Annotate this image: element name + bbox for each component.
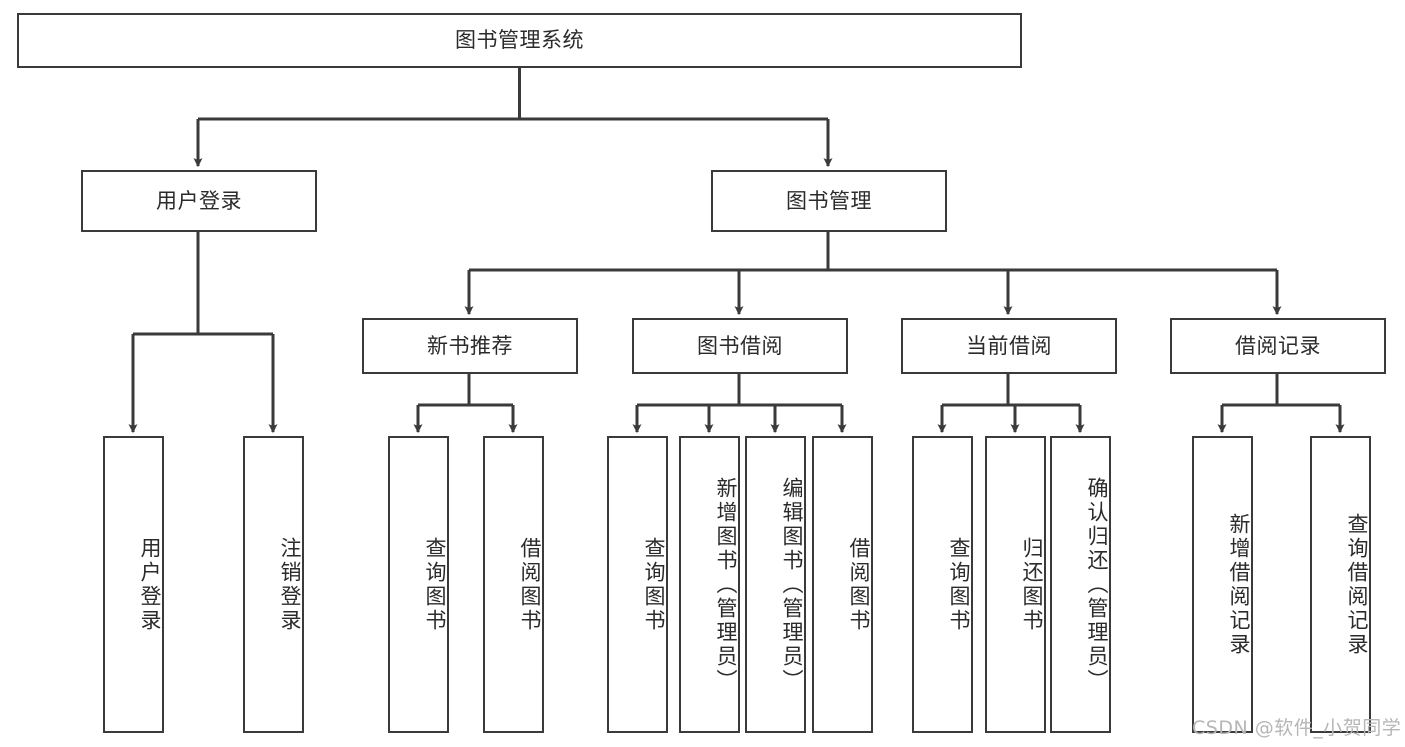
node-user-login[interactable]: 用户登录 <box>81 170 317 232</box>
node-leaf-query-book-1[interactable]: 查询图书 <box>388 436 449 733</box>
node-leaf-return-book[interactable]: 归还图书 <box>985 436 1046 733</box>
node-leaf-add-borrow-record[interactable]: 新增借阅记录 <box>1192 436 1253 733</box>
node-root[interactable]: 图书管理系统 <box>17 13 1022 68</box>
node-leaf-query-book-2-label: 查询图书 <box>642 536 666 633</box>
node-leaf-user-logout[interactable]: 注销登录 <box>243 436 304 733</box>
node-leaf-add-book-label: 新增图书（管理员） <box>714 476 738 693</box>
node-leaf-borrow-book-1-label: 借阅图书 <box>518 536 542 633</box>
node-leaf-query-borrow-record-label: 查询借阅记录 <box>1345 512 1369 657</box>
node-leaf-query-book-3-label: 查询图书 <box>947 536 971 633</box>
node-leaf-confirm-return-label: 确认归还（管理员） <box>1085 476 1109 693</box>
node-leaf-add-book[interactable]: 新增图书（管理员） <box>679 436 740 733</box>
node-book-manage-label: 图书管理 <box>786 188 872 213</box>
node-leaf-confirm-return[interactable]: 确认归还（管理员） <box>1050 436 1111 733</box>
node-leaf-query-book-3[interactable]: 查询图书 <box>912 436 973 733</box>
node-leaf-query-book-1-label: 查询图书 <box>423 536 447 633</box>
node-leaf-borrow-book-1[interactable]: 借阅图书 <box>483 436 544 733</box>
node-leaf-add-borrow-record-label: 新增借阅记录 <box>1227 512 1251 657</box>
node-book-manage[interactable]: 图书管理 <box>711 170 947 232</box>
node-current-borrow[interactable]: 当前借阅 <box>901 318 1117 374</box>
node-borrow-record[interactable]: 借阅记录 <box>1170 318 1386 374</box>
watermark: CSDN @软件_小贺同学 <box>1192 717 1402 739</box>
node-root-label: 图书管理系统 <box>455 28 584 53</box>
node-leaf-edit-book[interactable]: 编辑图书（管理员） <box>745 436 806 733</box>
node-leaf-query-borrow-record[interactable]: 查询借阅记录 <box>1310 436 1371 733</box>
node-new-book-recommend-label: 新书推荐 <box>427 333 513 358</box>
node-leaf-return-book-label: 归还图书 <box>1020 536 1044 633</box>
node-leaf-user-login[interactable]: 用户登录 <box>103 436 164 733</box>
node-leaf-borrow-book-2-label: 借阅图书 <box>847 536 871 633</box>
node-user-login-label: 用户登录 <box>156 188 242 213</box>
node-leaf-user-login-label: 用户登录 <box>138 536 162 633</box>
node-current-borrow-label: 当前借阅 <box>966 333 1052 358</box>
node-new-book-recommend[interactable]: 新书推荐 <box>362 318 578 374</box>
node-leaf-borrow-book-2[interactable]: 借阅图书 <box>812 436 873 733</box>
node-book-borrow-label: 图书借阅 <box>697 333 783 358</box>
node-book-borrow[interactable]: 图书借阅 <box>632 318 848 374</box>
node-leaf-edit-book-label: 编辑图书（管理员） <box>780 476 804 693</box>
node-leaf-query-book-2[interactable]: 查询图书 <box>607 436 668 733</box>
node-leaf-user-logout-label: 注销登录 <box>278 536 302 633</box>
node-borrow-record-label: 借阅记录 <box>1235 333 1321 358</box>
